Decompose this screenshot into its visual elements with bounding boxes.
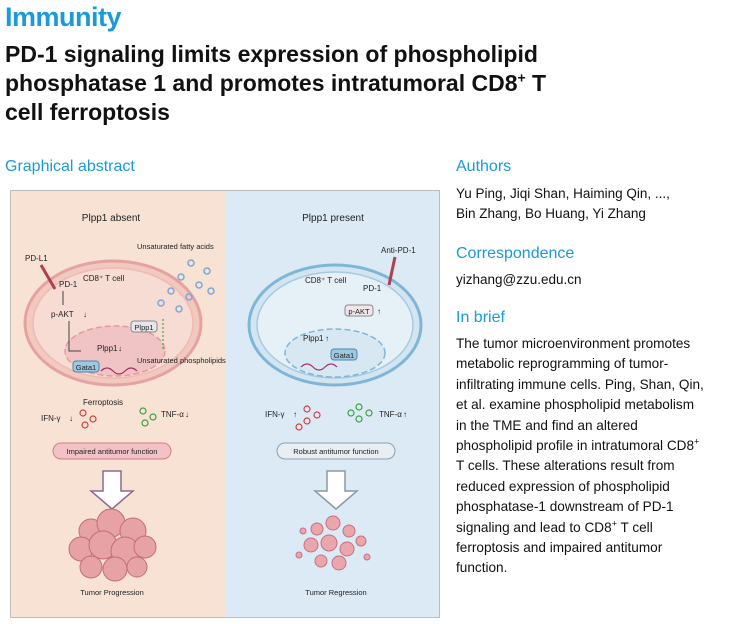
brief-line: metabolic reprogramming of tumor- <box>456 356 669 372</box>
left-pdl1-label: PD-L1 <box>25 254 48 263</box>
right-ifn-dots <box>295 405 321 431</box>
right-pakt-box <box>344 304 374 317</box>
right-panel-title: Plpp1 present <box>302 213 364 224</box>
brief-line: reduced expression of phospholipid <box>456 478 670 494</box>
left-pd1-label: PD-1 <box>59 280 78 289</box>
right-plpp1-arrow: ↑ <box>325 334 329 343</box>
right-anti-label: Anti-PD-1 <box>381 246 416 255</box>
left-gata1-label: Gata1 <box>76 363 96 372</box>
right-dna <box>300 363 338 371</box>
right-plpp1-label: Plpp1 <box>303 334 324 343</box>
in-brief-text: The tumor microenvironment promotes meta… <box>456 334 738 579</box>
journal-name: Immunity <box>5 2 122 32</box>
brief-line: signaling and lead to CD8+ T cell <box>456 518 738 538</box>
pdl1-receptor <box>39 264 57 290</box>
left-plpp1-arrow: ↓ <box>118 344 122 353</box>
brief-line-tail: T cell <box>616 519 653 535</box>
brief-line: The tumor microenvironment promotes <box>456 336 691 351</box>
authors-line-1: Yu Ping, Jiqi Shan, Haiming Qin, ..., <box>456 186 670 201</box>
left-ifn-arrow: ↓ <box>69 414 73 423</box>
brief-line-text: phospholipid profile in intratumoral CD8 <box>456 438 695 454</box>
right-tnf-label: TNF-α <box>379 410 402 419</box>
brief-superscript: + <box>611 518 617 529</box>
right-pakt-label: p-AKT <box>348 307 370 316</box>
right-tumor <box>295 515 371 571</box>
right-ifn-arrow: ↑ <box>293 410 297 419</box>
left-pakt-arrow: ↓ <box>83 310 87 319</box>
right-gata1-label: Gata1 <box>334 351 354 360</box>
left-gata1-box <box>72 360 100 373</box>
brief-line: phosphatase-1 downstream of PD-1 <box>456 499 674 515</box>
left-signal-path <box>68 321 81 352</box>
title-superscript: + <box>517 69 526 86</box>
graphical-abstract-heading: Graphical abstract <box>5 158 135 175</box>
right-down-arrow <box>312 470 360 510</box>
left-outcome-label: Tumor Progression <box>80 588 144 597</box>
left-ifn-dots <box>79 409 97 429</box>
brief-line: T cells. These alterations result from <box>456 458 675 474</box>
left-plpp1-box-label: Plpp1 <box>134 323 153 332</box>
left-tnf-arrow: ↓ <box>185 410 189 419</box>
left-ifn-label: IFN-γ <box>41 414 61 423</box>
left-plpp1-box <box>130 320 158 333</box>
right-gata1-box <box>330 348 358 361</box>
left-cell-label: CD8⁺ T cell <box>83 274 124 283</box>
left-tnf-label: TNF-α <box>161 410 184 419</box>
left-plpp1-label: Plpp1 <box>97 344 118 353</box>
brief-superscript: + <box>694 436 700 447</box>
left-function-label: Impaired antitumor function <box>67 447 158 456</box>
left-uphos-label: Unsaturated phospholipids <box>137 356 226 365</box>
title-line-2-tail: T <box>525 70 547 96</box>
left-down-arrow <box>88 470 136 510</box>
authors-line-2: Bin Zhang, Bo Huang, Yi Zhang <box>456 206 646 221</box>
article-title: PD-1 signaling limits expression of phos… <box>5 40 735 127</box>
brief-line: phospholipid profile in intratumoral CD8… <box>456 436 738 456</box>
right-tnf-dots <box>347 403 373 423</box>
left-panel-title: Plpp1 absent <box>82 213 141 224</box>
right-pakt-arrow: ↑ <box>377 307 381 316</box>
left-dna <box>100 367 138 375</box>
in-brief-heading: In brief <box>456 309 505 326</box>
right-ifn-label: IFN-γ <box>265 410 285 419</box>
right-antibody <box>387 256 397 286</box>
brief-line: infiltrating immune cells. Ping, Shan, Q… <box>456 376 704 392</box>
authors-heading: Authors <box>456 158 512 175</box>
right-cell-label: CD8⁺ T cell <box>305 276 346 285</box>
title-line-2-text: phosphatase 1 and promotes intratumoral … <box>5 70 518 96</box>
brief-line: ferroptosis and impaired antitumor <box>456 540 663 556</box>
title-line-1: PD-1 signaling limits expression of phos… <box>5 41 538 67</box>
brief-line: et al. examine phospholipid metabolism <box>456 397 695 413</box>
correspondence-email[interactable]: yizhang@zzu.edu.cn <box>456 272 582 287</box>
right-pd1-label: PD-1 <box>363 284 382 293</box>
left-tumor <box>68 508 157 582</box>
left-ufa-label: Unsaturated fatty acids <box>137 242 214 251</box>
title-line-3: cell ferroptosis <box>5 99 170 125</box>
title-line-2: phosphatase 1 and promotes intratumoral … <box>5 69 735 98</box>
brief-line: in the TME and find an altered <box>456 417 638 433</box>
right-outcome-label: Tumor Regression <box>305 588 366 597</box>
graphical-abstract-figure: Plpp1 absent Plpp1 present PD-L1 PD-1 CD… <box>10 190 440 618</box>
brief-line: function. <box>456 560 508 576</box>
left-pakt-label: p-AKT <box>51 310 74 319</box>
brief-line-text: signaling and lead to CD8 <box>456 519 612 535</box>
left-tnf-dots <box>139 407 157 427</box>
authors-list: Yu Ping, Jiqi Shan, Haiming Qin, ..., Bi… <box>456 184 670 224</box>
right-function-label: Robust antitumor function <box>293 447 378 456</box>
left-ferro-label: Ferroptosis <box>83 398 123 407</box>
left-fatty-acid-dots <box>157 259 215 313</box>
right-function-pill <box>276 442 396 460</box>
left-function-pill <box>52 442 172 460</box>
correspondence-heading: Correspondence <box>456 245 575 262</box>
right-tnf-arrow: ↑ <box>403 410 407 419</box>
